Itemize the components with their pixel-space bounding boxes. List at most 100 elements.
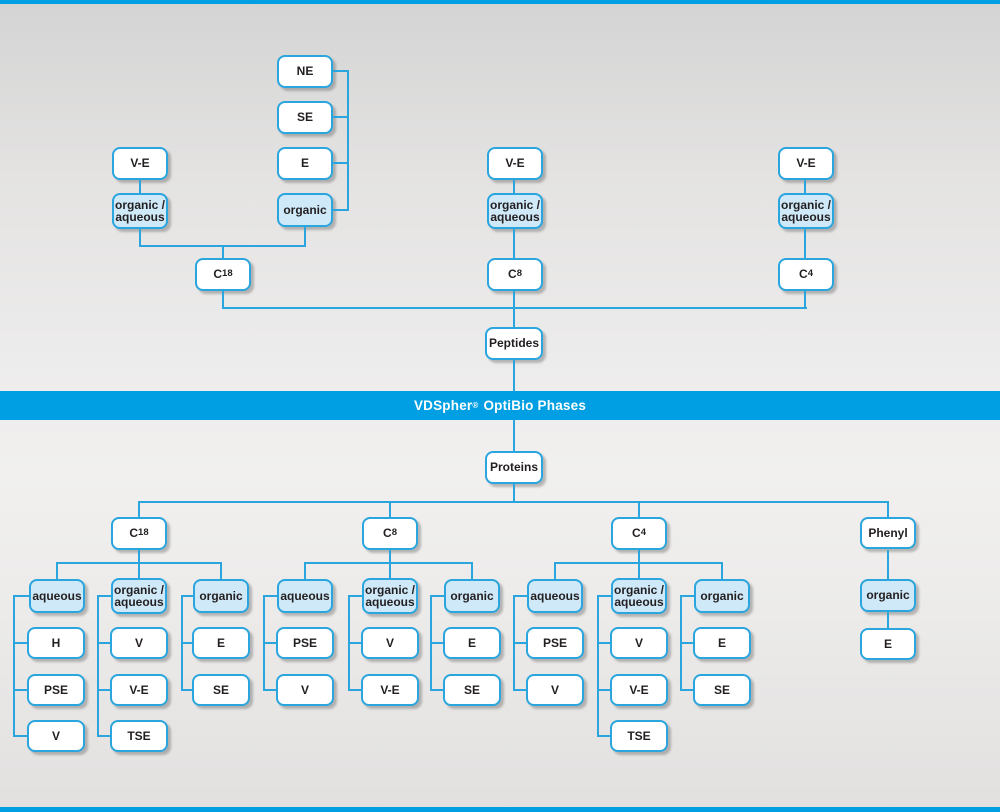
node-phenyl-label: Phenyl bbox=[868, 525, 908, 540]
connector-line bbox=[804, 291, 806, 308]
node-se: SE bbox=[443, 674, 501, 706]
connector-line bbox=[139, 180, 141, 193]
connector-line bbox=[389, 550, 391, 563]
connector-line bbox=[513, 360, 515, 391]
connector-line bbox=[304, 562, 473, 564]
connector-line bbox=[554, 562, 723, 564]
connector-line bbox=[347, 70, 349, 211]
connector-line bbox=[138, 550, 140, 563]
node-e: E bbox=[443, 627, 501, 659]
connector-line bbox=[804, 229, 806, 258]
node-pse: PSE bbox=[27, 674, 85, 706]
connector-line bbox=[721, 564, 723, 579]
connector-line bbox=[97, 689, 110, 691]
connector-line bbox=[680, 642, 693, 644]
connector-line bbox=[56, 562, 222, 564]
connector-line bbox=[97, 642, 110, 644]
node-c4-subscript: 4 bbox=[640, 527, 646, 539]
node-c8-subscript: 8 bbox=[516, 268, 522, 280]
node-organic-aqueous: organic / aqueous bbox=[362, 578, 418, 614]
node-e: E bbox=[693, 627, 751, 659]
node-c4-label: C bbox=[632, 526, 641, 541]
node-aqueous: aqueous bbox=[277, 579, 333, 613]
banner-title: VDSpher®OptiBio Phases bbox=[0, 391, 1000, 420]
node-ve: V-E bbox=[110, 674, 168, 706]
connector-line bbox=[222, 291, 224, 308]
node-e: E bbox=[277, 147, 333, 180]
node-v: V bbox=[276, 674, 334, 706]
connector-line bbox=[181, 642, 192, 644]
connector-line bbox=[597, 595, 611, 597]
top-accent-bar bbox=[0, 0, 1000, 4]
node-c8-label: C bbox=[508, 267, 517, 282]
connector-line bbox=[513, 180, 515, 193]
node-c18-label: C bbox=[129, 526, 139, 541]
connector-line bbox=[389, 503, 391, 517]
connector-line bbox=[333, 162, 347, 164]
node-proteins: Proteins bbox=[485, 451, 543, 484]
connector-line bbox=[13, 595, 15, 737]
connector-line bbox=[638, 564, 640, 578]
node-v: V bbox=[361, 627, 419, 659]
connector-line bbox=[263, 689, 276, 691]
connector-line bbox=[348, 595, 362, 597]
node-organic-aqueous: organic / aqueous bbox=[487, 193, 543, 229]
connector-line bbox=[887, 550, 889, 579]
connector-line bbox=[513, 291, 515, 327]
node-c4-label: C bbox=[799, 267, 808, 282]
connector-line bbox=[56, 564, 58, 579]
connector-line bbox=[597, 689, 610, 691]
connector-line bbox=[97, 735, 110, 737]
connector-line bbox=[263, 642, 276, 644]
connector-line bbox=[13, 735, 27, 737]
connector-line bbox=[138, 564, 140, 578]
node-e: E bbox=[192, 627, 250, 659]
connector-line bbox=[513, 689, 526, 691]
node-h: H bbox=[27, 627, 85, 659]
node-c18-label: C bbox=[213, 267, 223, 282]
connector-line bbox=[430, 642, 443, 644]
node-ve: V-E bbox=[487, 147, 543, 180]
connector-line bbox=[333, 209, 347, 211]
connector-line bbox=[348, 689, 361, 691]
node-organic: organic bbox=[277, 193, 333, 227]
connector-line bbox=[804, 180, 806, 193]
connector-line bbox=[13, 595, 29, 597]
connector-line bbox=[222, 247, 224, 258]
connector-line bbox=[333, 70, 347, 72]
node-tse: TSE bbox=[110, 720, 168, 752]
node-se: SE bbox=[277, 101, 333, 134]
connector-line bbox=[597, 595, 599, 737]
connector-line bbox=[181, 595, 193, 597]
node-ve: V-E bbox=[610, 674, 668, 706]
connector-line bbox=[597, 735, 610, 737]
connector-line bbox=[304, 227, 306, 247]
connector-line bbox=[680, 595, 694, 597]
connector-line bbox=[97, 595, 111, 597]
connector-line bbox=[220, 564, 222, 579]
connector-line bbox=[513, 595, 527, 597]
node-ve: V-E bbox=[361, 674, 419, 706]
connector-line bbox=[181, 689, 192, 691]
node-tse: TSE bbox=[610, 720, 668, 752]
node-organic: organic bbox=[444, 579, 500, 613]
connector-line bbox=[138, 503, 140, 517]
node-v: V bbox=[110, 627, 168, 659]
node-v: V bbox=[27, 720, 85, 752]
connector-line bbox=[680, 689, 693, 691]
connector-line bbox=[597, 642, 610, 644]
node-ne: NE bbox=[277, 55, 333, 88]
banner-rest: OptiBio Phases bbox=[483, 398, 587, 413]
node-c18-subscript: 18 bbox=[222, 268, 233, 280]
node-ve: V-E bbox=[778, 147, 834, 180]
node-aqueous: aqueous bbox=[29, 579, 85, 613]
node-v: V bbox=[526, 674, 584, 706]
node-ve: V-E bbox=[112, 147, 168, 180]
connector-line bbox=[554, 564, 556, 579]
